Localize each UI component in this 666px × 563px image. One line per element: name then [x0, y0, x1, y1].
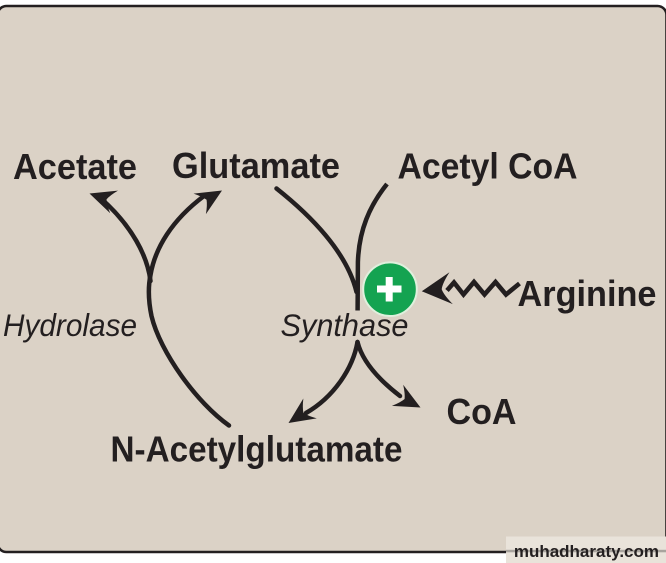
svg-text:Acetate: Acetate — [13, 146, 137, 187]
svg-text:N-Acetylglutamate: N-Acetylglutamate — [111, 429, 403, 470]
svg-text:Glutamate: Glutamate — [172, 145, 340, 186]
svg-text:Synthase: Synthase — [281, 307, 409, 343]
svg-text:Acetyl CoA: Acetyl CoA — [398, 146, 578, 187]
svg-text:muhadharaty.com: muhadharaty.com — [514, 542, 659, 561]
svg-text:Arginine: Arginine — [518, 273, 657, 314]
svg-text:Hydrolase: Hydrolase — [3, 307, 137, 343]
svg-text:CoA: CoA — [447, 391, 517, 432]
